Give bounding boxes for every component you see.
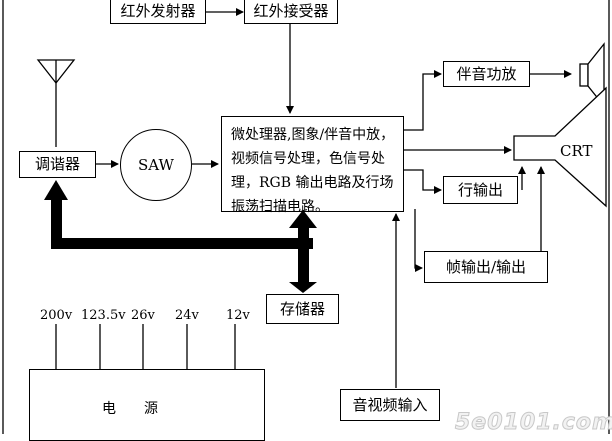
crt-label: CRT	[560, 142, 593, 160]
ir-receiver-box: 红外接受器	[244, 0, 338, 24]
tuner-label: 调谐器	[34, 155, 80, 173]
power-rail-12v: 12v	[226, 308, 250, 323]
power-rail-200v: 200v	[40, 308, 73, 323]
tuner-box: 调谐器	[19, 151, 96, 178]
data-bus	[44, 180, 317, 293]
power-rail-123-5v: 123.5v	[81, 308, 126, 323]
horizontal-output-box: 行输出	[443, 176, 518, 204]
horizontal-output-label: 行输出	[457, 180, 503, 199]
power-rail-26v: 26v	[131, 308, 155, 323]
av-input-label: 音视频输入	[352, 395, 428, 414]
saw-filter: SAW	[120, 129, 192, 201]
audio-amp-box: 伴音功放	[443, 61, 530, 87]
watermark-logo: 5e0101.com	[455, 410, 612, 436]
ir-transmitter-label: 红外发射器	[120, 2, 196, 20]
audio-amp-label: 伴音功放	[456, 64, 517, 83]
ir-receiver-label: 红外接受器	[253, 2, 329, 20]
saw-label: SAW	[138, 156, 174, 174]
av-input-box: 音视频输入	[340, 389, 440, 421]
memory-label: 存储器	[279, 299, 325, 318]
memory-box: 存储器	[266, 294, 339, 324]
power-supply-box: 电 源	[29, 369, 265, 441]
power-rail-24v: 24v	[175, 308, 199, 323]
processor-box: 微处理器,图象/伴音中放，视频信号处理，色信号处理，RGB 输出电路及行场振荡扫…	[221, 116, 404, 215]
power-supply-label: 电 源	[102, 401, 158, 417]
processor-label: 微处理器,图象/伴音中放，视频信号处理，色信号处理，RGB 输出电路及行场振荡扫…	[231, 127, 395, 215]
crt-tube-icon	[513, 86, 607, 208]
vertical-output-label: 帧输出/输出	[445, 257, 527, 276]
vertical-output-box: 帧输出/输出	[424, 251, 548, 283]
ir-transmitter-box: 红外发射器	[110, 0, 206, 24]
